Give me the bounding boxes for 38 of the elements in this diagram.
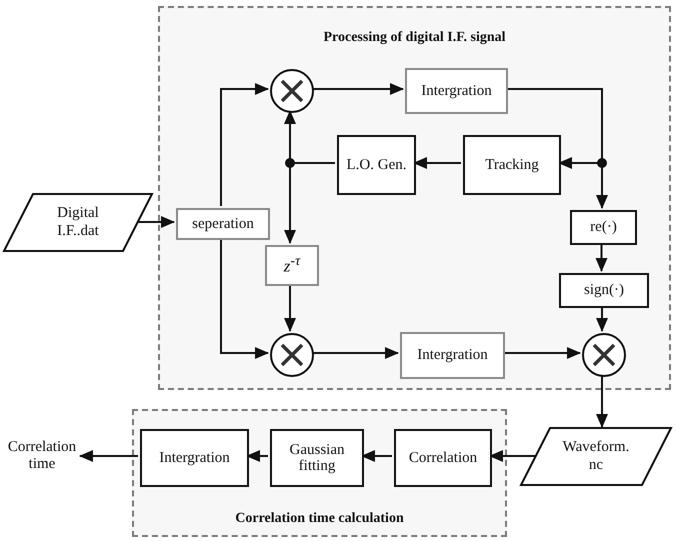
box-label: L.O. Gen. xyxy=(346,156,406,174)
arrow xyxy=(413,157,461,169)
box-label: Correlation xyxy=(408,450,478,466)
arrow xyxy=(284,284,296,332)
box-label: Gaussian fitting xyxy=(288,442,346,474)
group-panel xyxy=(132,409,507,537)
arrow xyxy=(596,375,608,428)
box-label: Intergration xyxy=(421,82,492,100)
arrow xyxy=(246,450,268,462)
box-label: z$^{-τ}$ xyxy=(284,254,300,277)
arrow xyxy=(138,216,175,228)
multiplier-circle xyxy=(270,69,314,113)
box-label: Intergration xyxy=(159,450,230,466)
box-label: seperation xyxy=(192,216,254,232)
box-label: re(·) xyxy=(590,219,617,236)
data-parallelogram xyxy=(3,193,153,252)
arrow xyxy=(312,347,399,359)
box-label: Digital I.F..dat xyxy=(56,205,100,240)
arrow xyxy=(220,238,269,359)
multiplier-circle xyxy=(582,333,626,377)
group-panel xyxy=(158,6,671,390)
group-title: Correlation time calculation xyxy=(234,511,405,527)
arrow xyxy=(312,83,404,95)
multiplier-circle xyxy=(270,333,314,377)
arrow xyxy=(361,450,392,462)
data-parallelogram xyxy=(520,427,672,486)
arrow xyxy=(79,450,138,462)
box-label: Intergration xyxy=(417,347,488,364)
arrow xyxy=(220,83,269,206)
arrow xyxy=(596,306,608,332)
arrow xyxy=(503,347,581,359)
box-label: Tracking xyxy=(485,156,539,174)
arrow xyxy=(596,243,608,272)
box-label: Waveform. nc xyxy=(562,439,630,474)
box-label: sign(·) xyxy=(584,282,624,299)
group-title: Processing of digital I.F. signal xyxy=(322,30,507,46)
arrow xyxy=(489,450,536,462)
output-text: Correlation time xyxy=(4,437,80,475)
